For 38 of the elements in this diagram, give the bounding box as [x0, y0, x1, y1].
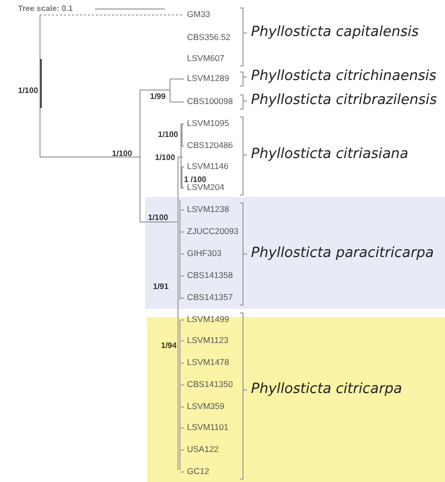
taxon-label: CBS141350	[187, 380, 233, 388]
support-value: 1/100	[155, 154, 176, 162]
support-value: 1/99	[150, 93, 166, 101]
taxon-label: LSVM1499	[187, 315, 230, 324]
taxon-label: CBS100098	[187, 97, 233, 106]
taxon-label: USA122	[187, 445, 219, 454]
taxon-label: LSVM1238	[187, 205, 230, 214]
taxon-label: GIHF303	[187, 249, 222, 258]
species-name: Phyllosticta citriasiana	[251, 147, 408, 161]
taxon-label: CBS356.52	[187, 33, 230, 42]
taxon-label: CBS120486	[187, 141, 233, 150]
species-name: Phyllosticta citricarpa	[251, 382, 402, 396]
scale-label: Tree scale: 0.1	[18, 5, 73, 13]
taxon-label: LSVM1101	[187, 423, 228, 432]
species-name: Phyllosticta capitalensis	[251, 25, 419, 39]
taxon-label: LSVM607	[187, 54, 224, 62]
taxon-label: CBS141357	[187, 293, 233, 302]
support-value: 1/100	[158, 131, 178, 139]
taxon-label: GC12	[187, 467, 210, 476]
taxon-label: LSVM1123	[187, 336, 228, 344]
support-value: 1/100	[112, 150, 132, 158]
taxon-label: LSVM1289	[187, 74, 230, 82]
support-value: 1 /100	[184, 176, 206, 184]
taxon-label: LSVM1478	[187, 358, 230, 366]
species-name: Phyllosticta paracitricarpa	[251, 246, 434, 260]
support-value: 1/100	[148, 214, 168, 222]
support-value: 1/91	[153, 283, 169, 291]
species-name: Phyllosticta citribrazilensis	[251, 93, 437, 107]
taxon-label: LSVM204	[187, 183, 224, 192]
taxon-label: LSVM1095	[187, 119, 230, 128]
support-value: 1/94	[161, 342, 177, 350]
species-name: Phyllosticta citrichinaensis	[251, 69, 436, 83]
taxon-label: LSVM1146	[187, 162, 228, 170]
support-value: 1/100	[18, 87, 38, 95]
taxon-label: ZJUCC20093	[187, 227, 238, 236]
taxon-label: CBS141358	[187, 271, 233, 280]
taxon-label: GM33	[187, 10, 210, 18]
taxon-label: LSVM359	[187, 402, 224, 410]
